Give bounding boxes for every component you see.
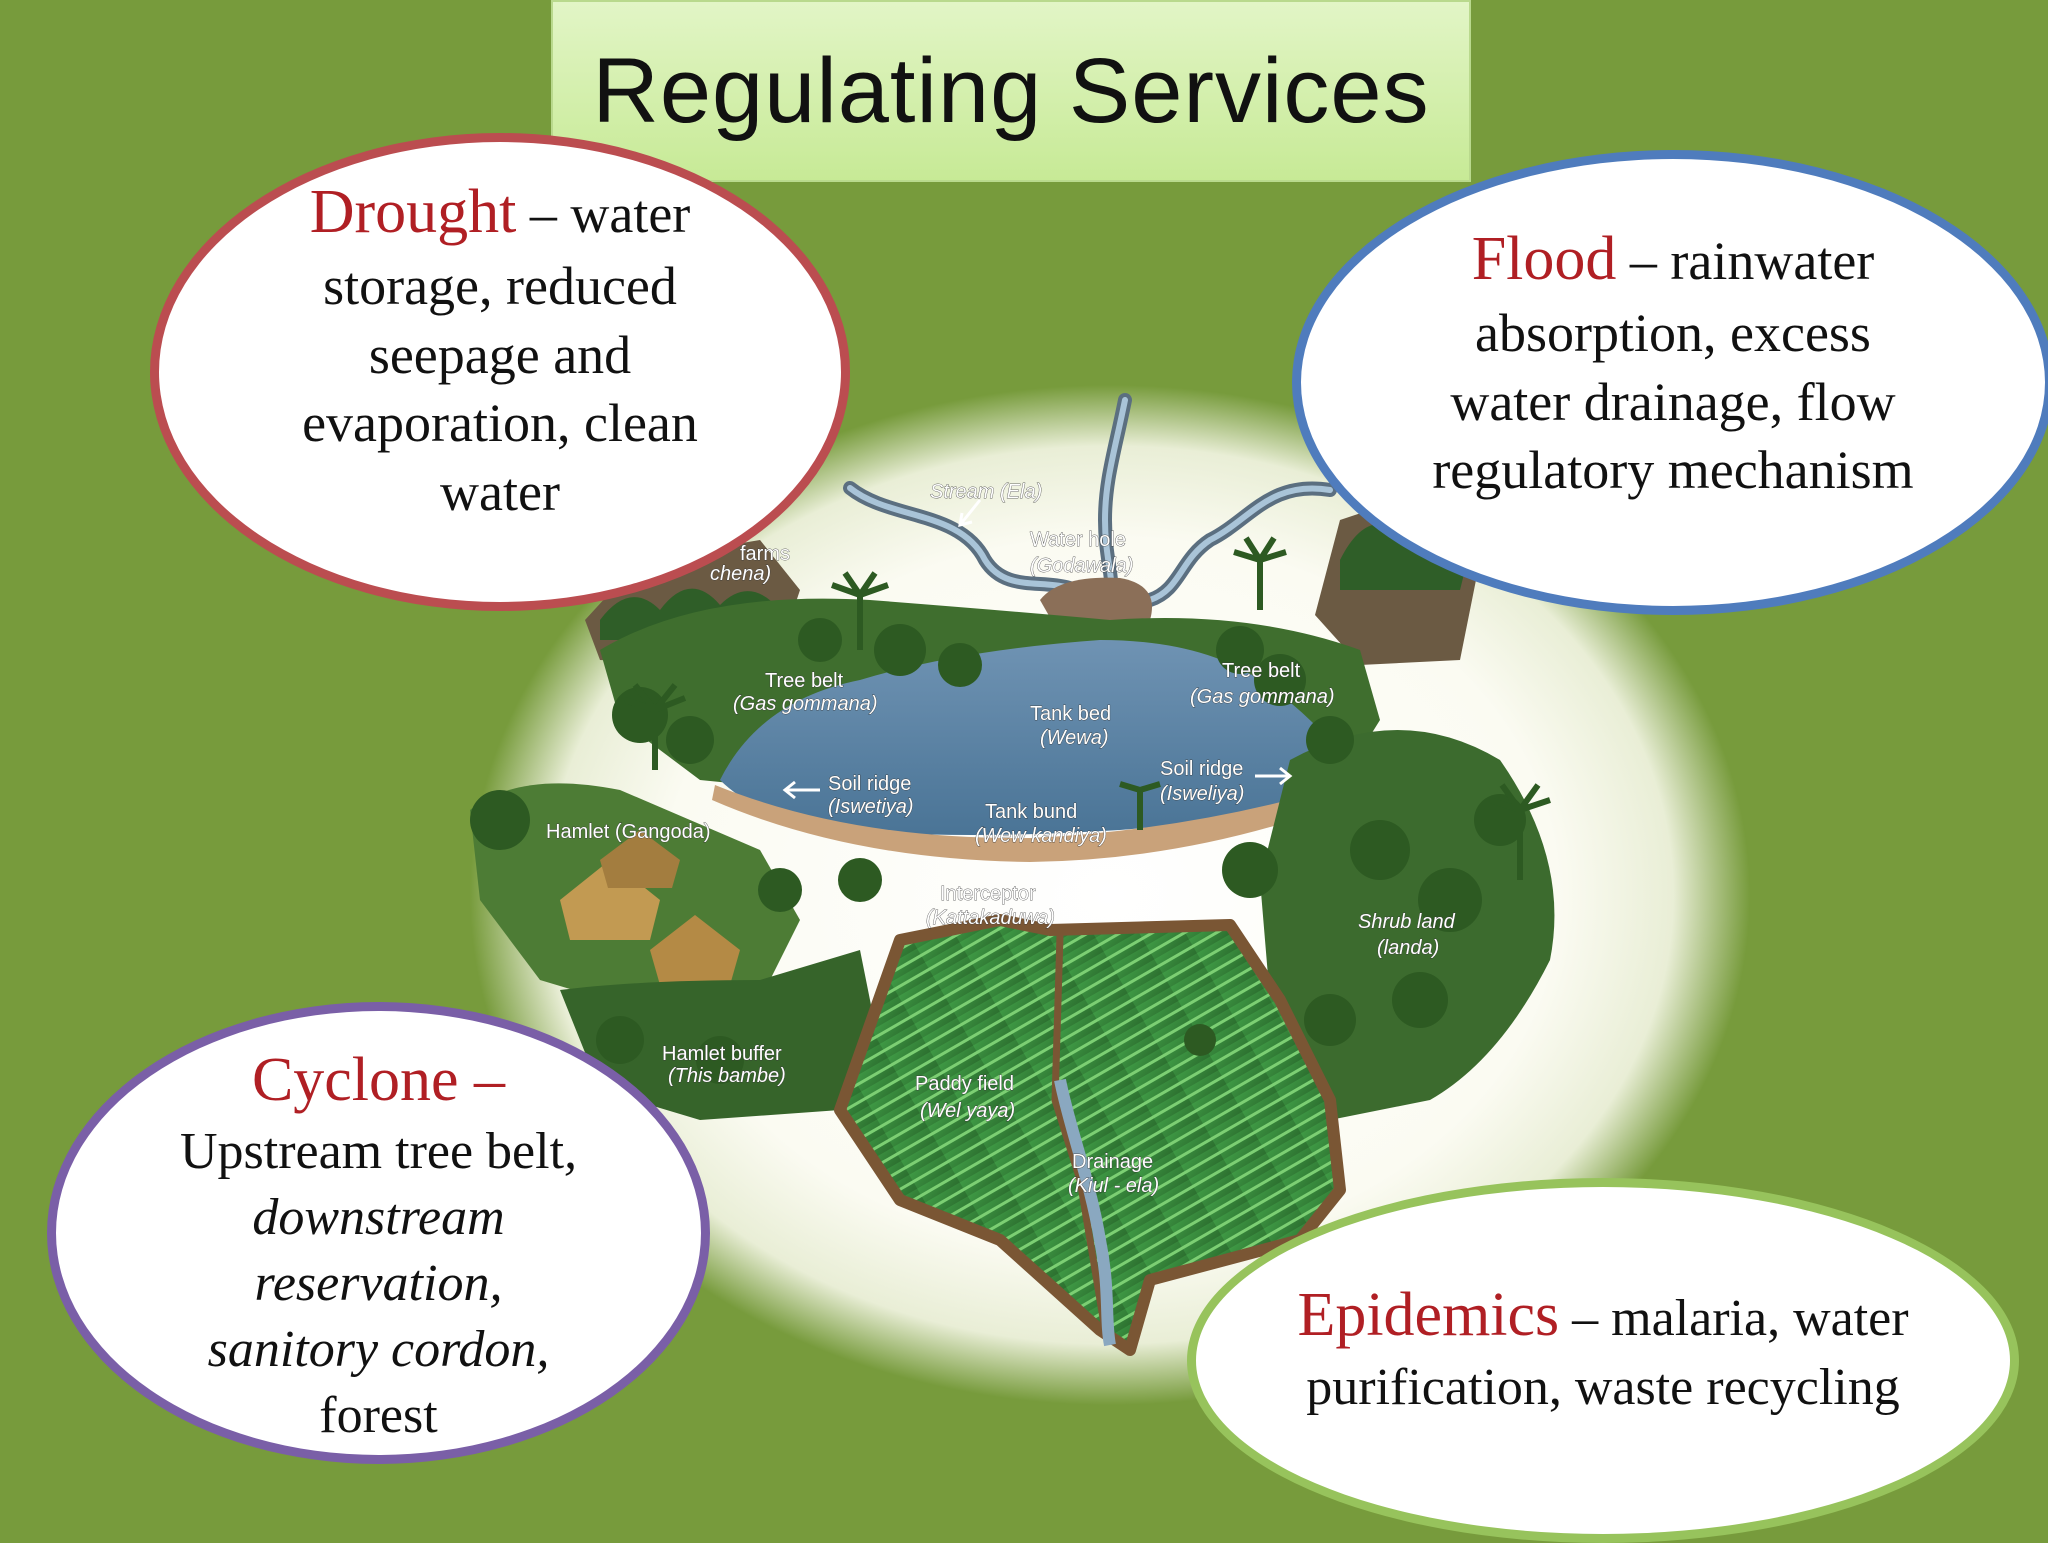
page-title: Regulating Services (592, 39, 1430, 142)
label-farms: farms (740, 543, 790, 565)
drought-keyword: Drought (309, 178, 517, 247)
label-tank-bed: Tank bed (1030, 703, 1111, 725)
paddy-field-divider (1051, 934, 1109, 1331)
label-stream: Stream (Ela) (930, 481, 1042, 503)
label-tank-bed-local: (Wewa) (1040, 727, 1109, 749)
label-soil-ridge-right-local: (Isweliya) (1160, 783, 1244, 805)
drought-bubble: Drought – water storage, reduced seepage… (150, 133, 850, 611)
epidemics-keyword: Epidemics (1297, 1281, 1560, 1350)
cyclone-text: Cyclone – Upstream tree belt, downstream … (169, 1041, 589, 1450)
label-tree-belt-left: Tree belt (765, 670, 844, 692)
stream-left-highlight (847, 485, 1093, 603)
stream-right-highlight (1147, 485, 1333, 603)
epidemics-bubble: Epidemics – malaria, water purification,… (1187, 1178, 2019, 1543)
label-interceptor-local: (Kattakaduwa) (926, 907, 1055, 929)
tank-bed-water (720, 640, 1360, 835)
label-farms-local: chena) (710, 563, 771, 585)
hamlet-buffer-forest (560, 950, 880, 1120)
drainage-canal (1054, 1078, 1116, 1347)
cyclone-description-italic: , downstream reservation, sanitory cordo… (207, 1123, 578, 1379)
label-paddy-field-local: (Wel yaya) (920, 1100, 1015, 1122)
cyclone-keyword: Cyclone – (251, 1045, 506, 1114)
label-tree-belt-left-local: (Gas gommana) (733, 693, 878, 715)
cyclone-description: Upstream tree belt (179, 1123, 565, 1181)
trees (470, 618, 1526, 1084)
label-hamlet-buffer-local: (This bambe) (668, 1065, 786, 1087)
cyclone-description-end: forest (319, 1387, 438, 1445)
flood-description: – rainwater absorption, excess water dra… (1432, 231, 1914, 501)
label-soil-ridge-right: Soil ridge (1160, 758, 1243, 780)
palm-trees (624, 536, 1551, 880)
label-shrub-land-local: (landa) (1377, 937, 1439, 959)
label-water-hole-local: (Godawala) (1030, 555, 1133, 577)
label-tank-bund: Tank bund (985, 801, 1077, 823)
label-water-hole: Water hole (1030, 529, 1126, 551)
label-shrub-land: Shrub land (1358, 911, 1456, 933)
label-soil-ridge-left-local: (Iswetiya) (828, 796, 914, 818)
label-hamlet: Hamlet (Gangoda) (546, 821, 711, 843)
label-hamlet-buffer: Hamlet buffer (662, 1043, 782, 1065)
hut-2 (650, 915, 740, 985)
flood-keyword: Flood (1471, 225, 1617, 294)
label-soil-ridge-left: Soil ridge (828, 773, 911, 795)
label-tank-bund-local: (Wew kandiya) (975, 825, 1107, 847)
drought-description: – water storage, reduced seepage and eva… (302, 184, 698, 522)
title-box: Regulating Services (551, 0, 1471, 182)
label-drainage: Drainage (1072, 1151, 1153, 1173)
label-drainage-local: (Kiul - ela) (1068, 1175, 1159, 1197)
flood-text: Flood – rainwater absorption, excess wat… (1413, 220, 1933, 504)
tank-bund (712, 780, 1365, 862)
epidemics-description: – malaria, water purification, waste rec… (1306, 1290, 1909, 1416)
cyclone-bubble: Cyclone – Upstream tree belt, downstream … (47, 1002, 710, 1464)
label-paddy-field: Paddy field (915, 1073, 1014, 1095)
label-tree-belt-right: Tree belt (1222, 660, 1301, 682)
flood-bubble: Flood – rainwater absorption, excess wat… (1292, 150, 2048, 615)
direction-arrows (782, 499, 1293, 800)
label-tree-belt-right-local: (Gas gommana) (1190, 686, 1335, 708)
hut-3 (600, 830, 680, 888)
epidemics-text: Epidemics – malaria, water purification,… (1293, 1276, 1913, 1421)
drought-text: Drought – water storage, reduced seepage… (270, 173, 730, 526)
label-interceptor: Interceptor (940, 883, 1036, 905)
